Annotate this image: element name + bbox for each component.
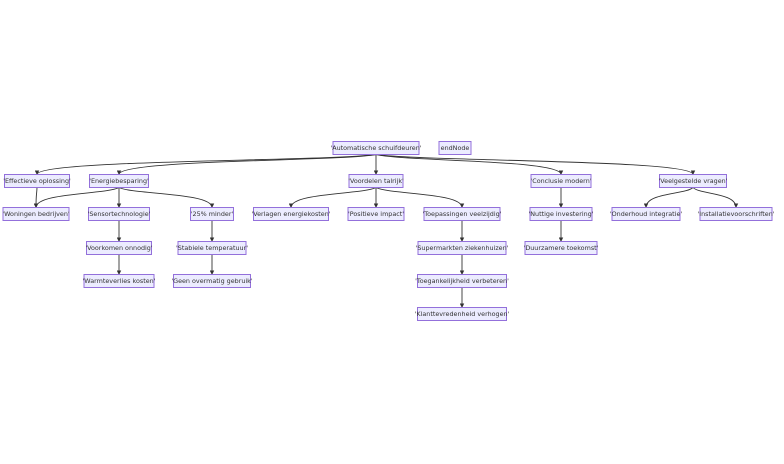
node-box — [86, 241, 152, 255]
nodes-layer: 'Automatische schuifdeuren' endNode 'Effec… — [2, 141, 775, 321]
node-label: 'Klanttevredenheid verhogen' — [415, 310, 510, 318]
node-label: 'Toegankelijkheid verbeteren' — [415, 277, 509, 285]
node-n13: 'Onderhoud integratie' — [610, 207, 683, 221]
node-label: endNode — [441, 144, 470, 152]
node-label: 'Effectieve oplossing' — [3, 177, 71, 185]
node-box — [699, 207, 773, 221]
node-box — [417, 241, 507, 255]
node-box — [83, 274, 155, 288]
node-box — [438, 141, 472, 155]
edge-n5-n14 — [692, 187, 739, 208]
node-label: 'Voorkomen onnodig' — [85, 244, 153, 252]
node-label: 'Geen overmatig gebruik' — [171, 277, 253, 285]
node-n4: 'Conclusie modern' — [530, 174, 592, 188]
edges-layer — [33, 154, 739, 308]
node-label: 'Verlagen energiekosten' — [251, 210, 330, 218]
node-box — [659, 174, 727, 188]
node-n19: 'Warmteverlies kosten' — [83, 274, 156, 288]
node-n3: 'Voordelen talrijk' — [348, 174, 404, 188]
node-box — [524, 241, 598, 255]
node-label: 'Installatievoorschriften' — [697, 210, 774, 218]
edge-n5-n13 — [643, 187, 694, 208]
node-n15: 'Voorkomen onnodig' — [85, 241, 153, 255]
edge-root-n2 — [116, 154, 377, 175]
node-n16: 'Stabiele temperatuur' — [176, 241, 248, 255]
node-label: 'Conclusie modern' — [530, 177, 591, 185]
node-box — [423, 207, 501, 221]
node-box — [173, 274, 251, 288]
node-box — [88, 207, 150, 221]
node-box — [2, 207, 70, 221]
node-box — [417, 307, 507, 321]
node-label: 'Stabiele temperatuur' — [176, 244, 248, 252]
node-n12: 'Nuttige investering' — [529, 207, 594, 221]
node-n5: 'Veelgestelde vragen' — [659, 174, 728, 188]
edge-n3-n11 — [375, 187, 465, 208]
node-n20: 'Geen overmatig gebruik' — [171, 274, 253, 288]
node-box — [4, 174, 70, 188]
node-n7: 'Sensortechnologie' — [88, 207, 151, 221]
node-box — [253, 207, 329, 221]
node-box — [529, 207, 593, 221]
node-label: 'Energiebesparing' — [89, 177, 149, 185]
node-label: '25% minder' — [191, 210, 234, 218]
node-label: 'Woningen bedrijven' — [2, 210, 70, 218]
node-label: 'Toepassingen veelzijdig' — [423, 210, 502, 218]
node-label: 'Duurzamere toekomst' — [524, 244, 599, 252]
node-n11: 'Toepassingen veelzijdig' — [423, 207, 502, 221]
node-label: 'Onderhoud integratie' — [610, 210, 683, 218]
node-box — [190, 207, 234, 221]
node-box — [177, 241, 247, 255]
node-label: 'Sensortechnologie' — [88, 210, 151, 218]
node-box — [332, 141, 420, 155]
node-label: 'Nuttige investering' — [529, 210, 594, 218]
node-box — [89, 174, 149, 188]
node-n6: 'Woningen bedrijven' — [2, 207, 70, 221]
node-n17: 'Supermarkten ziekenhuizen' — [416, 241, 509, 255]
node-label: 'Warmteverlies kosten' — [83, 277, 156, 285]
node-label: 'Automatische schuifdeuren' — [330, 144, 421, 152]
node-box — [347, 207, 405, 221]
edge-n2-n8 — [118, 187, 215, 208]
node-n2: 'Energiebesparing' — [89, 174, 149, 188]
node-n1: 'Effectieve oplossing' — [3, 174, 71, 188]
node-box — [611, 207, 681, 221]
node-n18: 'Duurzamere toekomst' — [524, 241, 599, 255]
edge-root-n1 — [34, 154, 377, 175]
node-root: 'Automatische schuifdeuren' — [330, 141, 422, 155]
node-n8: '25% minder' — [190, 207, 234, 221]
edge-root-n5 — [375, 154, 696, 175]
edge-root-n4 — [375, 154, 564, 175]
node-label: 'Voordelen talrijk' — [348, 177, 404, 185]
node-box — [348, 174, 404, 188]
edge-n2-n6 — [33, 187, 120, 208]
node-n21: 'Toegankelijkheid verbeteren' — [415, 274, 509, 288]
node-label: 'Positieve impact' — [348, 210, 404, 218]
node-n10: 'Positieve impact' — [347, 207, 405, 221]
node-endNode: endNode — [438, 141, 472, 155]
node-n14: 'Installatievoorschriften' — [697, 207, 775, 221]
node-box — [530, 174, 592, 188]
node-n22: 'Klanttevredenheid verhogen' — [415, 307, 510, 321]
edge-n3-n9 — [288, 187, 377, 208]
node-box — [417, 274, 507, 288]
node-label: 'Veelgestelde vragen' — [659, 177, 728, 185]
node-label: 'Supermarkten ziekenhuizen' — [416, 244, 509, 252]
node-n9: 'Verlagen energiekosten' — [251, 207, 331, 221]
